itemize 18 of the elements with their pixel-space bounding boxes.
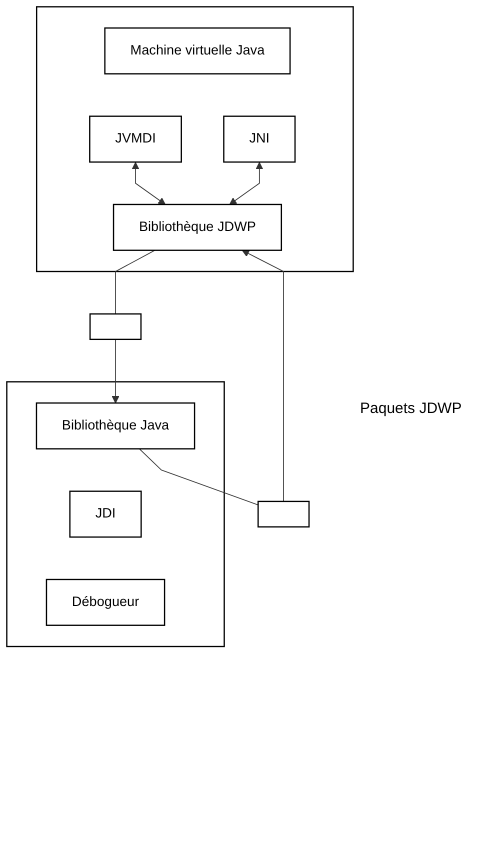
node-box: Débogueur: [46, 578, 166, 626]
arrow: [242, 250, 284, 502]
arrow: [112, 338, 120, 404]
node-box: [257, 500, 310, 528]
node-box: [89, 313, 142, 340]
node-box: JDI: [69, 490, 142, 538]
arrow: [229, 162, 264, 205]
node-box: Machine virtuelle Java: [104, 27, 291, 74]
cluster: [36, 6, 354, 272]
cluster: [6, 381, 225, 648]
arrow: [132, 162, 166, 205]
node-box: JNI: [223, 116, 296, 163]
connector: [138, 448, 259, 506]
node-box: JVMDI: [89, 116, 182, 163]
node-box: Bibliothèque JDWP: [112, 204, 282, 251]
packets-label: Paquets JDWP: [360, 400, 463, 417]
connector: [115, 250, 156, 314]
node-box: Bibliothèque Java: [36, 402, 196, 450]
